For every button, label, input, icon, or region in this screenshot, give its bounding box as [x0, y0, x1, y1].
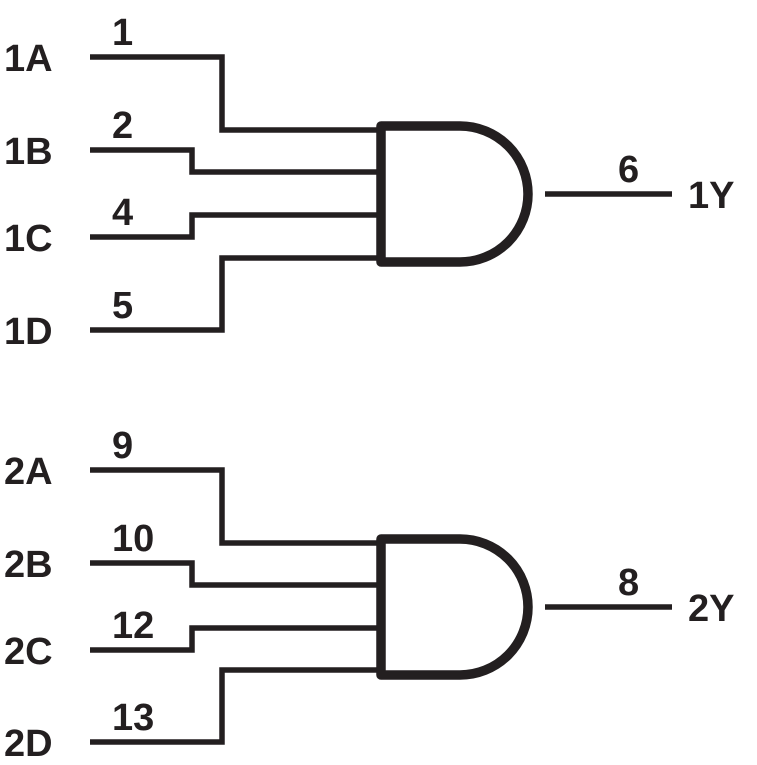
- wire-input-1c: [90, 212, 382, 240]
- wire-input-2c: [90, 625, 382, 653]
- port-label-1d: 1D: [4, 311, 53, 353]
- wire-input-1d: [90, 255, 382, 333]
- wire-input-2d: [90, 667, 382, 745]
- pin-number-1: 1: [112, 12, 133, 54]
- gate-2-group: 2A 2B 2C 2D 9 10 12 13 8 2Y: [4, 425, 734, 765]
- pin-number-5: 5: [112, 285, 133, 327]
- pin-number-2: 2: [112, 105, 133, 147]
- pin-number-8: 8: [618, 562, 639, 604]
- pin-number-6: 6: [618, 149, 639, 191]
- wire-input-2a: [90, 467, 382, 546]
- wire-input-1a: [90, 54, 382, 133]
- pin-number-4: 4: [112, 192, 133, 234]
- wire-input-2b: [90, 560, 382, 588]
- port-label-1a: 1A: [4, 38, 53, 80]
- port-label-2y: 2Y: [688, 588, 734, 630]
- pin-number-9: 9: [112, 425, 133, 467]
- port-label-2a: 2A: [4, 451, 53, 493]
- gate-1-and-shape: [376, 121, 533, 267]
- port-label-2b: 2B: [4, 544, 53, 586]
- port-label-1b: 1B: [4, 131, 53, 173]
- pin-number-13: 13: [112, 697, 154, 739]
- port-label-1y: 1Y: [688, 175, 734, 217]
- gate-2-and-shape: [376, 534, 533, 680]
- pin-number-10: 10: [112, 518, 154, 560]
- port-label-2c: 2C: [4, 631, 53, 673]
- pin-number-12: 12: [112, 605, 154, 647]
- port-label-2d: 2D: [4, 723, 53, 765]
- wire-input-1b: [90, 147, 382, 175]
- port-label-1c: 1C: [4, 218, 53, 260]
- gate-1-group: 1A 1B 1C 1D 1 2 4 5 6 1Y: [4, 12, 734, 353]
